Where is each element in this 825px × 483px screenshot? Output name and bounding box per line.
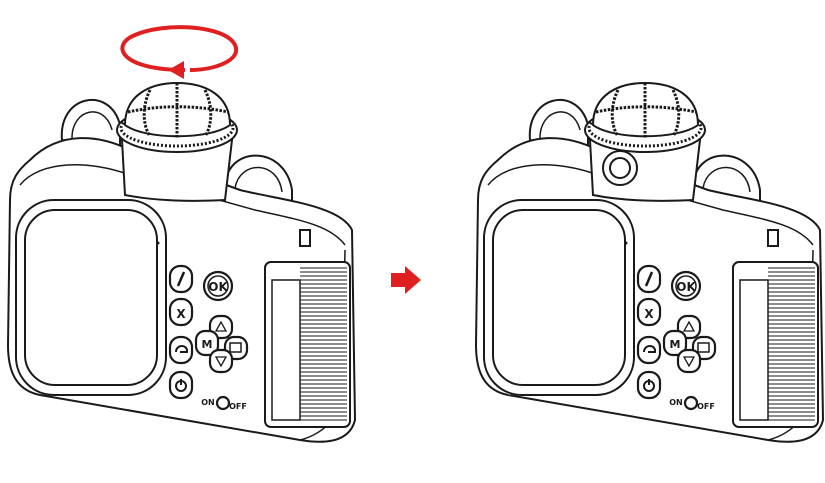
button-menu: M bbox=[194, 329, 220, 357]
svg-text:ON: ON bbox=[201, 398, 215, 407]
screen bbox=[24, 209, 158, 386]
selfie-lens bbox=[602, 150, 638, 186]
svg-text:OK: OK bbox=[208, 280, 228, 294]
svg-text:X: X bbox=[644, 307, 654, 321]
power-switch: ON OFF bbox=[669, 395, 715, 411]
power-switch: ON OFF bbox=[201, 395, 247, 411]
button-edit bbox=[636, 264, 662, 294]
side-switch bbox=[299, 229, 311, 247]
camera-body-group: X OK M ON OFF bbox=[474, 81, 825, 443]
button-edit bbox=[168, 264, 194, 294]
rotation-arrow-icon bbox=[120, 25, 239, 79]
button-power bbox=[168, 370, 194, 400]
svg-text:X: X bbox=[176, 307, 186, 321]
button-delete: X bbox=[168, 297, 194, 327]
side-switch bbox=[767, 229, 779, 247]
button-delete: X bbox=[636, 297, 662, 327]
button-power bbox=[636, 370, 662, 400]
svg-text:OFF: OFF bbox=[229, 402, 247, 411]
lens-neck bbox=[120, 139, 234, 202]
svg-text:OFF: OFF bbox=[697, 402, 715, 411]
button-ok: OK bbox=[670, 270, 702, 302]
lens-dome bbox=[584, 81, 706, 153]
svg-text:M: M bbox=[202, 338, 213, 351]
button-down bbox=[676, 348, 702, 374]
button-back bbox=[168, 335, 194, 365]
svg-text:ON: ON bbox=[669, 398, 683, 407]
button-menu: M bbox=[662, 329, 688, 357]
svg-text:M: M bbox=[670, 338, 681, 351]
svg-text:OK: OK bbox=[676, 280, 696, 294]
button-down bbox=[208, 348, 234, 374]
button-ok: OK bbox=[202, 270, 234, 302]
camera-step-1: X OK M ON OFF bbox=[6, 81, 357, 443]
screen bbox=[492, 209, 626, 386]
right-arrow-icon bbox=[391, 266, 421, 294]
lens-dome bbox=[116, 81, 238, 153]
camera-step-2: X OK M ON OFF bbox=[474, 81, 825, 443]
button-back bbox=[636, 335, 662, 365]
